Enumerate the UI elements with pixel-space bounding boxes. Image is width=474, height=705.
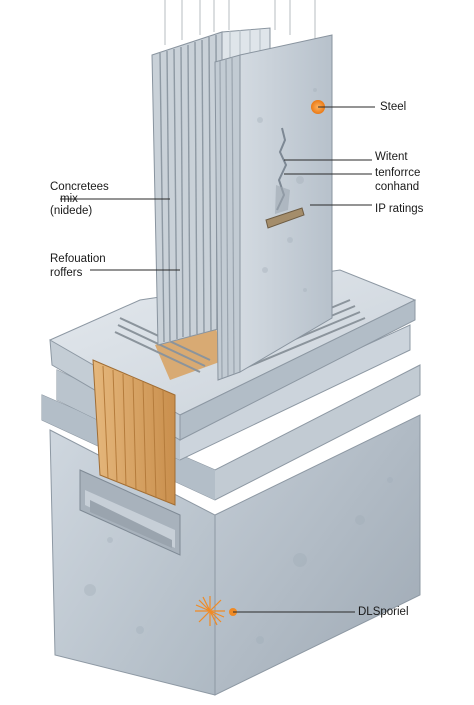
label-witent: Witent bbox=[375, 151, 408, 163]
right-panel bbox=[214, 34, 333, 381]
leader-lines bbox=[60, 106, 375, 613]
label-conhand: conhand bbox=[375, 181, 420, 193]
dlsporiel-marker bbox=[195, 596, 237, 626]
label-nidede: (nidede) bbox=[50, 205, 93, 217]
base-cutout bbox=[79, 469, 181, 556]
label-tenforrce: tenforrce bbox=[375, 167, 421, 179]
label-steel: Steel bbox=[380, 101, 407, 113]
label-ip-ratings: IP ratings bbox=[375, 203, 424, 215]
label-roffers: roffers bbox=[50, 267, 83, 279]
label-refouation: Refouation bbox=[50, 253, 106, 265]
label-dlsporiel: DLSporiel bbox=[358, 606, 409, 618]
timber-formwork bbox=[92, 325, 225, 506]
label-mix: mix bbox=[60, 193, 78, 205]
top-rebar-wires bbox=[164, 0, 316, 45]
label-concretees: Concretees bbox=[50, 181, 109, 193]
